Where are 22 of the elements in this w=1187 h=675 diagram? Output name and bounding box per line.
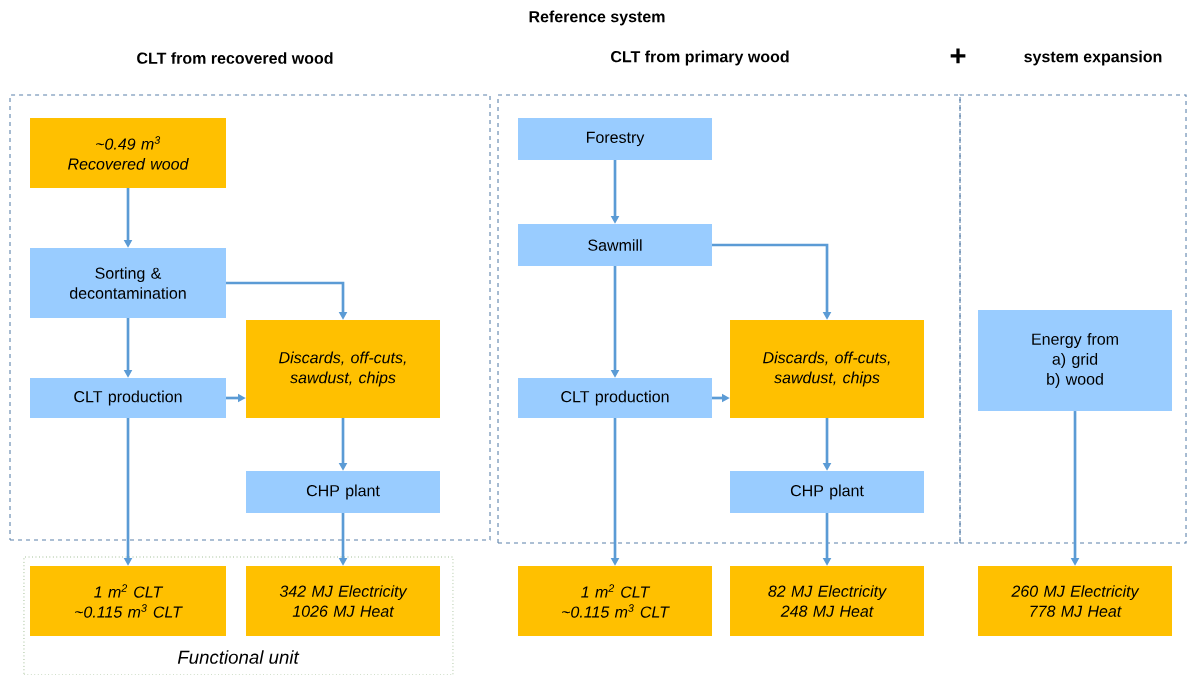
diagram-heading: Reference system xyxy=(529,10,665,26)
step-box: Sawmill xyxy=(518,224,712,266)
product-box: Discards, off-cuts, sawdust, chips xyxy=(730,320,924,418)
step-box: Sorting & decontamination xyxy=(30,248,226,318)
step-box: CHP plant xyxy=(246,471,440,513)
step-box: Forestry xyxy=(518,118,712,160)
product-box: 260 MJ Electricity 778 MJ Heat xyxy=(978,566,1172,636)
product-box: ~0.49 m$^{3}$ Recovered wood xyxy=(30,118,226,188)
step-box: CLT production xyxy=(30,378,226,418)
section-heading: system expansion xyxy=(1024,50,1162,66)
product-box: 1 m$^{2}$ CLT ~0.115 m$^{3}$ CLT xyxy=(518,566,712,636)
plus-sign: + xyxy=(950,48,966,64)
step-box: Energy from a) grid b) wood xyxy=(978,309,1172,412)
product-box: 82 MJ Electricity 248 MJ Heat xyxy=(730,566,924,636)
section-heading: CLT from primary wood xyxy=(611,50,789,66)
box-label: Functional unit xyxy=(177,650,300,664)
step-box: CLT production xyxy=(518,378,712,418)
section-heading: CLT from recovered wood xyxy=(137,52,333,64)
product-box: 342 MJ Electricity 1026 MJ Heat xyxy=(246,566,440,636)
step-box: CHP plant xyxy=(730,471,924,513)
product-box: Discards, off-cuts, sawdust, chips xyxy=(246,320,440,418)
product-box: 1 m$^{2}$ CLT ~0.115 m$^{3}$ CLT xyxy=(30,566,226,636)
